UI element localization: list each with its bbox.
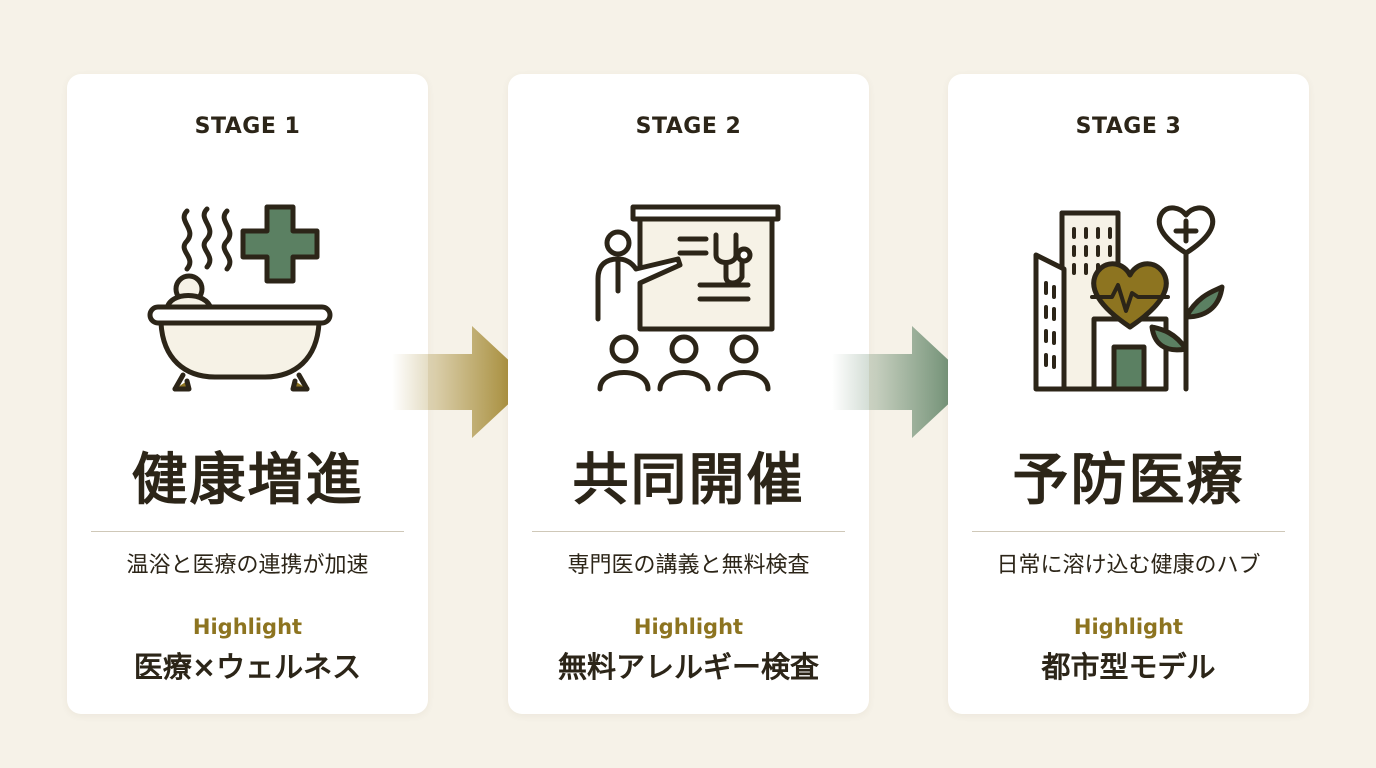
stage-label: STAGE 1 [194, 114, 301, 139]
stage-title: 健康増進 [131, 447, 364, 513]
highlight-label: Highlight [633, 615, 744, 639]
highlight-value: 都市型モデル [1041, 650, 1216, 684]
highlight-label: Highlight [1073, 615, 1184, 639]
stage-title: 予防医療 [1012, 447, 1245, 513]
city-health-hub-icon [1028, 199, 1228, 399]
divider [91, 531, 404, 532]
highlight-value: 無料アレルギー検査 [557, 650, 819, 684]
highlight-value: 医療×ウェルネス [133, 650, 362, 684]
divider [972, 531, 1285, 532]
stage-description: 専門医の講義と無料検査 [567, 553, 810, 578]
stage-card-3: STAGE 3 [948, 74, 1309, 714]
bathtub-medical-cross-icon [147, 199, 347, 399]
stage-label: STAGE 3 [1075, 114, 1182, 139]
highlight-label: Highlight [192, 615, 303, 639]
stage-description: 日常に溶け込む健康のハブ [996, 553, 1261, 578]
arrow-right-icon [832, 326, 972, 438]
stage-title: 共同開催 [572, 447, 805, 513]
stage-card-1: STAGE 1 健康増進 温浴と医療の連携が加速 Highlight 医療×ウェ… [67, 74, 428, 714]
stage-card-2: STAGE 2 共同開催 専門医 [508, 74, 869, 714]
stage-description: 温浴と医療の連携が加速 [126, 553, 369, 578]
arrow-right-icon [392, 326, 532, 438]
stage-label: STAGE 2 [635, 114, 742, 139]
divider [532, 531, 845, 532]
seminar-presentation-icon [588, 199, 788, 399]
